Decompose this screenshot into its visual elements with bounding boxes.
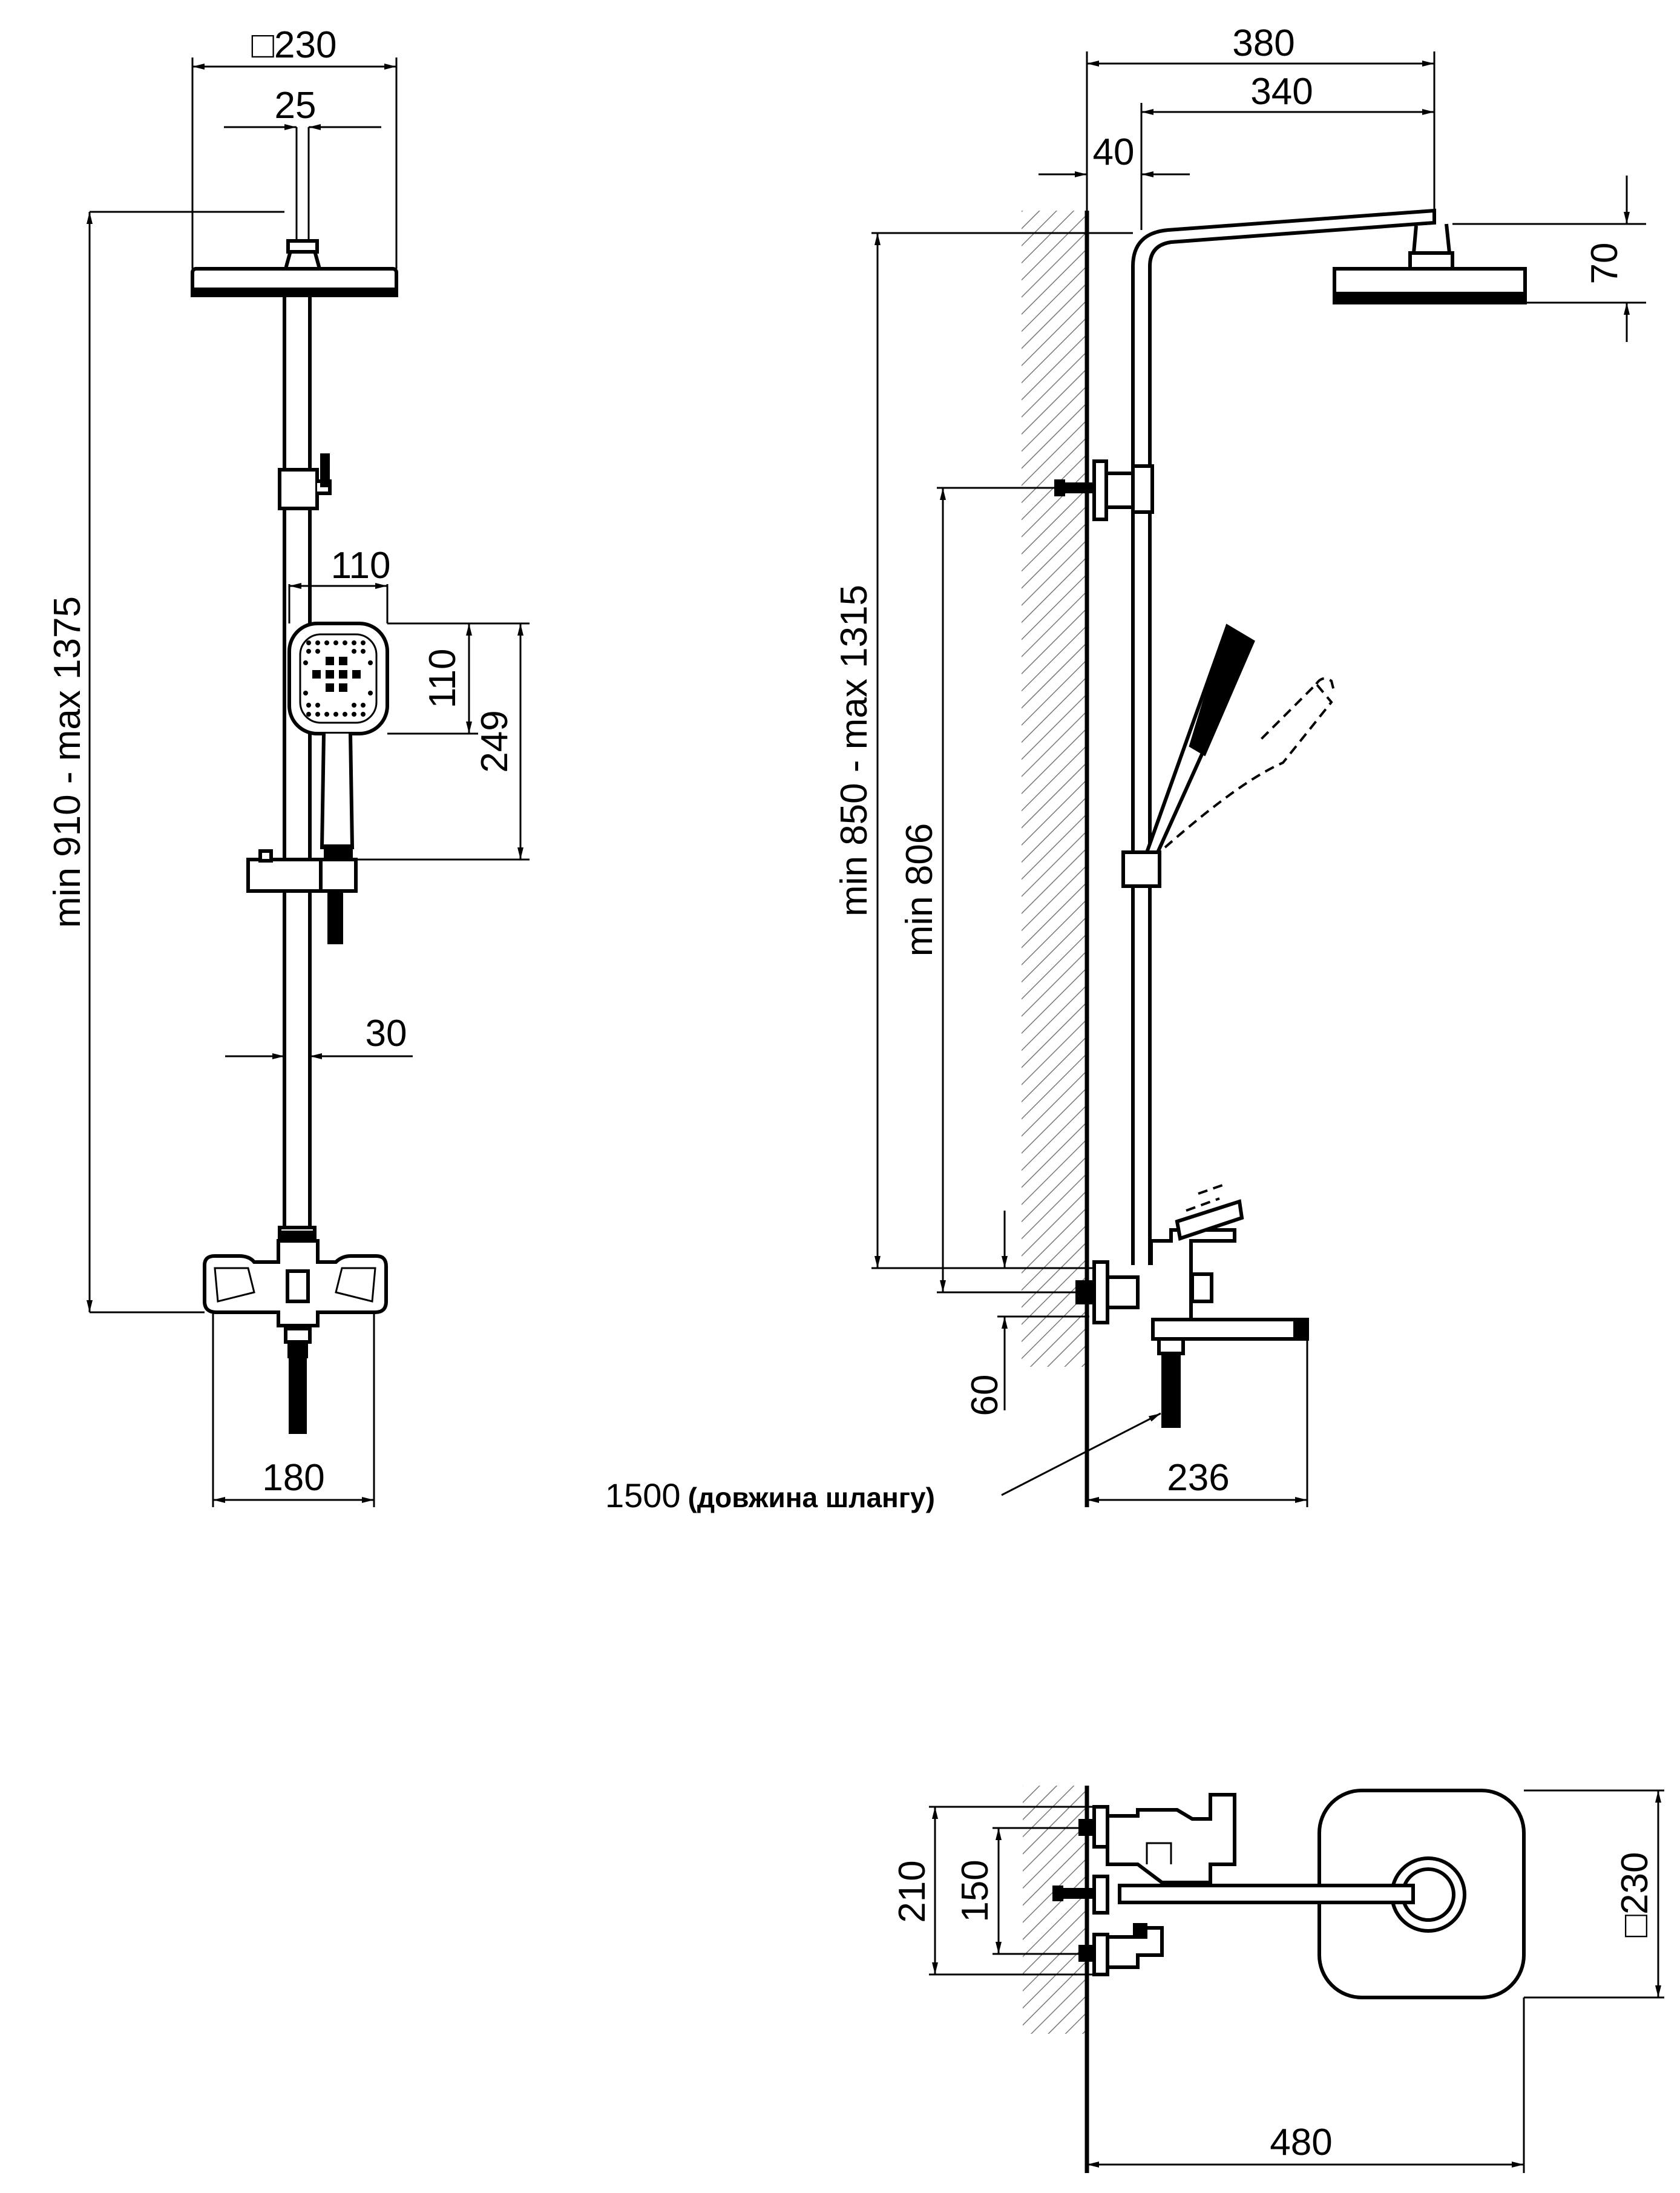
dim-rail-dia: 30: [366, 1013, 407, 1054]
side-rail: [1131, 208, 1436, 1265]
dim-hand-width: 110: [331, 545, 391, 587]
dim-side-height-range: min 850 - max 1315: [833, 585, 875, 916]
dim-side-projection: 380: [1232, 22, 1294, 64]
dim-top-total-depth: 480: [1270, 2122, 1332, 2163]
side-view: 380 340 40 70 min 850 - max 1315 min 806…: [605, 22, 1646, 1514]
dim-side-head-height: 70: [1584, 243, 1626, 284]
dim-top-outer-span: 210: [891, 1860, 933, 1922]
top-view: 210 150 □230 480: [891, 1786, 1664, 2173]
side-hand-shower: [1144, 623, 1336, 854]
dim-front-arm-dia: 25: [275, 85, 317, 127]
note-hose-length-suffix: (довжина шлангу): [688, 1482, 935, 1513]
top-wall: [1023, 1786, 1087, 2034]
front-rail: [283, 294, 312, 1229]
front-mixer: [203, 1226, 388, 1434]
side-wall: [1022, 211, 1087, 1367]
dim-side-bracket-min: min 806: [899, 823, 940, 957]
side-mixer: [1075, 1184, 1309, 1428]
dim-front-head-size: □230: [252, 24, 337, 66]
hand-shower: [287, 622, 389, 861]
dim-side-spout-reach: 236: [1167, 1457, 1229, 1499]
dim-mixer-width: 180: [262, 1457, 324, 1499]
note-hose-length: 1500(довжина шлангу): [605, 1476, 935, 1514]
dim-side-inlet-offset: 60: [964, 1375, 1006, 1416]
front-view: □230 25 min 910 - max 1375 110 110 249 3…: [47, 24, 530, 1507]
dim-front-height-range: min 910 - max 1375: [47, 596, 88, 928]
dim-top-inlet-spacing: 150: [954, 1859, 996, 1922]
dim-top-head-size: □230: [1614, 1852, 1656, 1938]
dim-side-offset: 40: [1093, 131, 1135, 173]
note-hose-length-value: 1500: [605, 1476, 681, 1514]
dim-hand-length: 249: [474, 710, 516, 772]
dim-hand-face: 110: [422, 649, 464, 709]
dim-side-arm-length: 340: [1250, 71, 1313, 113]
